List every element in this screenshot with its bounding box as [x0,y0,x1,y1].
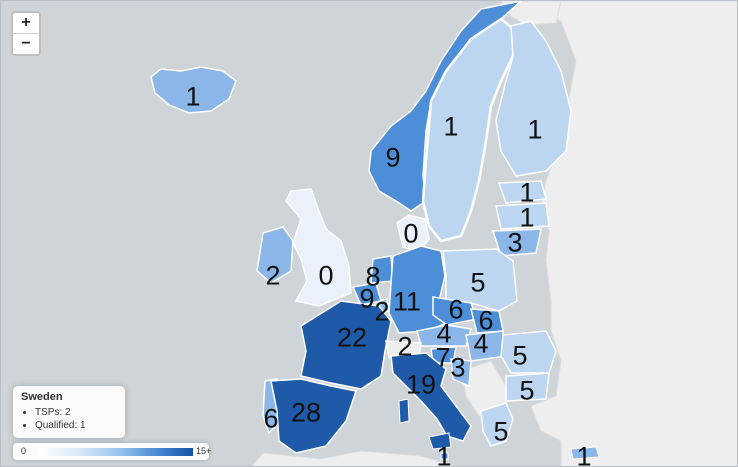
country-cyprus[interactable] [570,446,600,460]
legend-min-label: 0 [21,446,27,456]
info-qualified: Qualified: 1 [35,419,117,432]
label-norway: 9 [385,142,401,173]
label-poland: 5 [470,267,486,298]
legend-gradient-bar [39,448,193,456]
legend-max-label: 15+ [196,446,212,456]
country-info-box: Sweden TSPs: 2 Qualified: 1 [13,386,125,438]
label-iceland: 1 [185,81,201,112]
country-bulgaria[interactable] [505,372,550,402]
label-estonia: 1 [519,177,535,208]
country-italy[interactable] [390,352,472,442]
label-romania: 5 [512,340,528,371]
zoom-control: + − [11,11,41,56]
label-luxembourg: 2 [374,296,390,327]
label-france: 22 [336,322,368,353]
country-spain[interactable] [270,378,357,454]
label-slovenia: 7 [435,342,451,373]
country-united-kingdom[interactable] [285,188,352,307]
label-cyprus: 1 [576,441,592,467]
non-member-land-norway-north [500,1,562,26]
label-portugal: 6 [263,403,279,434]
label-belgium: 9 [359,283,375,314]
label-greece: 5 [493,416,509,447]
label-sweden: 1 [443,111,459,142]
country-greece[interactable] [480,402,514,447]
label-netherlands: 8 [365,261,381,292]
country-france[interactable] [300,300,392,390]
country-czech-republic[interactable] [432,296,479,326]
non-member-land-north-africa [251,450,457,466]
color-scale-legend: 0 15+ [13,443,212,460]
label-malta: 1 [436,441,452,467]
label-lithuania: 3 [507,227,523,258]
info-tsps: TSPs: 2 [35,406,117,419]
info-stats-list: TSPs: 2 Qualified: 1 [21,406,117,432]
label-austria: 4 [436,318,452,349]
label-croatia: 3 [450,352,466,383]
country-latvia[interactable] [495,202,550,230]
label-switzerland: 2 [397,331,413,362]
label-slovakia: 6 [478,305,494,336]
country-denmark[interactable] [396,214,430,252]
label-spain: 28 [290,397,322,428]
label-denmark: 0 [403,218,419,249]
country-iceland[interactable] [150,66,237,114]
zoom-out-button[interactable]: − [21,35,31,52]
zoom-in-button[interactable]: + [13,13,39,34]
country-estonia[interactable] [497,180,547,204]
label-germany: 11 [392,286,422,317]
label-united-kingdom: 0 [318,260,334,291]
country-romania[interactable] [500,330,557,374]
island-sicily[interactable] [428,432,452,450]
label-italy: 19 [405,369,437,400]
label-czech-republic: 6 [448,294,464,325]
country-croatia[interactable] [450,358,472,388]
country-ireland[interactable] [256,226,294,284]
label-latvia: 1 [519,202,535,233]
country-lithuania[interactable] [491,228,542,257]
country-sweden[interactable] [421,17,518,243]
country-malta[interactable] [440,452,449,460]
label-hungary: 4 [473,328,489,359]
country-finland[interactable] [495,20,572,177]
label-finland: 1 [527,114,543,145]
info-country-name: Sweden [21,391,63,403]
island-sardinia[interactable] [398,398,410,424]
label-bulgaria: 5 [519,375,535,406]
label-ireland: 2 [265,260,281,291]
